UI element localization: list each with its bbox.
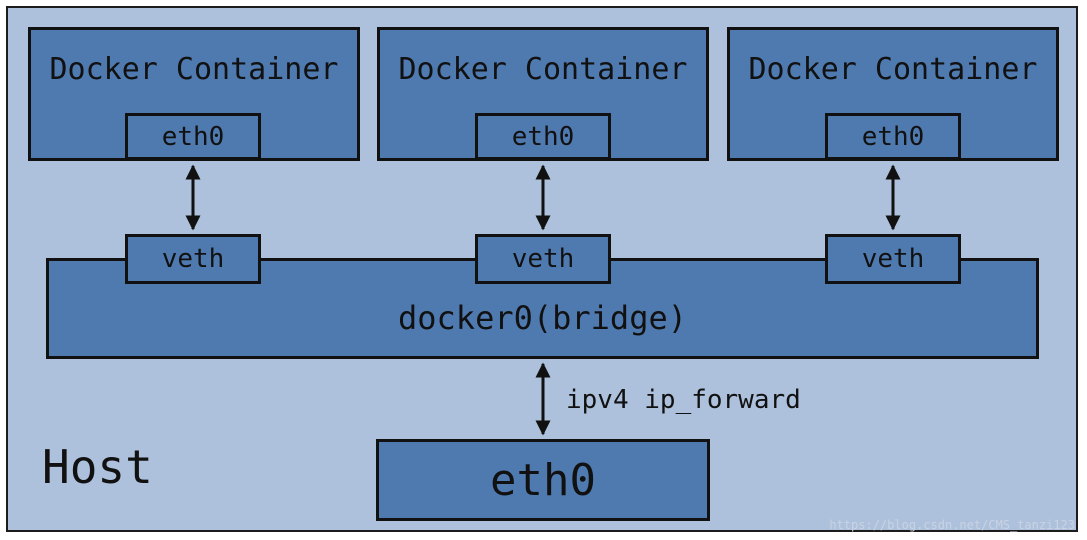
container-title: Docker Container xyxy=(748,52,1038,87)
ip-forward-label: ipv4 ip_forward xyxy=(566,385,801,415)
veth-1: veth xyxy=(125,234,261,284)
container-title: Docker Container xyxy=(49,52,339,87)
container-title: Docker Container xyxy=(398,52,688,87)
container-eth0-3: eth0 xyxy=(825,113,961,160)
container-eth0-2: eth0 xyxy=(475,113,611,160)
bridge-label: docker0(bridge) xyxy=(398,299,687,337)
host-eth0: eth0 xyxy=(376,439,710,521)
container-eth0-1: eth0 xyxy=(125,113,261,160)
veth-3: veth xyxy=(825,234,961,284)
host-label: Host xyxy=(42,440,153,494)
watermark: https://blog.csdn.net/CMS_tanzi123 xyxy=(829,518,1075,532)
veth-2: veth xyxy=(475,234,611,284)
